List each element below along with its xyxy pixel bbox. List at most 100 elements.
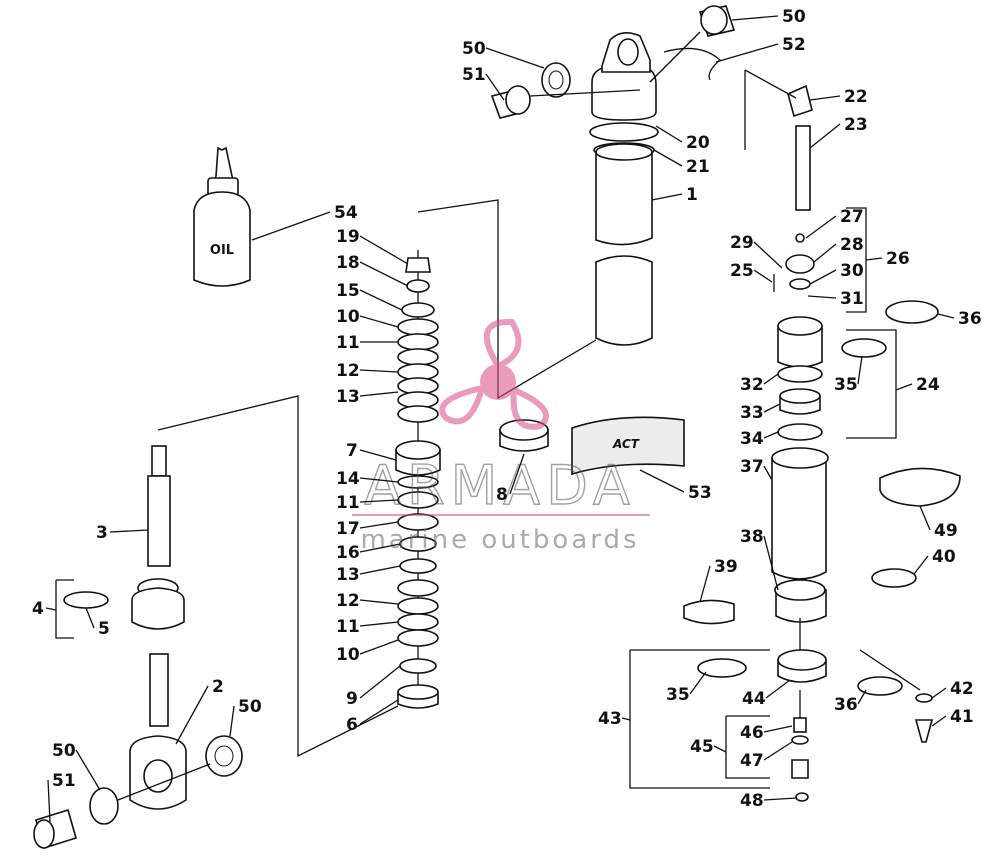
part-46 xyxy=(793,717,807,733)
leader-c24 xyxy=(895,383,913,391)
leader-c53 xyxy=(639,469,685,493)
leader-c40 xyxy=(913,555,929,575)
callout-c16: 16 xyxy=(336,543,360,563)
leader-c36a xyxy=(937,313,955,319)
cap-48 xyxy=(795,792,809,802)
ring-35b xyxy=(697,658,747,678)
leader-c12b xyxy=(359,599,399,605)
leader-c14 xyxy=(359,477,399,483)
leader-c31 xyxy=(807,295,837,299)
valve-body xyxy=(791,759,809,779)
leader-c41 xyxy=(931,715,947,727)
callout-c5: 5 xyxy=(98,619,110,639)
shaft-assembly xyxy=(33,395,399,850)
leader-c51b xyxy=(47,779,51,823)
callout-c24: 24 xyxy=(916,375,940,395)
ring-39 xyxy=(683,599,735,625)
washer-47 xyxy=(791,735,809,745)
callout-c53: 53 xyxy=(688,483,712,503)
callout-c30: 30 xyxy=(840,261,864,281)
valve-23 xyxy=(795,125,811,211)
leader-c29 xyxy=(753,241,783,269)
cap-22 xyxy=(787,84,813,118)
leader-c13b xyxy=(359,565,401,575)
leader-c33 xyxy=(763,403,781,413)
shaft-thread xyxy=(151,445,167,477)
leader-c13a xyxy=(359,391,399,397)
leader-c11c xyxy=(359,621,399,627)
callout-c38: 38 xyxy=(740,527,764,547)
callout-c41: 41 xyxy=(950,707,974,727)
reservoir-37 xyxy=(771,457,827,580)
callout-c34: 34 xyxy=(740,429,764,449)
leader-c30 xyxy=(809,269,837,285)
leader-c17 xyxy=(359,521,399,529)
ring-35a xyxy=(841,338,887,358)
leader-c22 xyxy=(809,95,841,101)
callout-c47: 47 xyxy=(740,751,764,771)
leader-c8 xyxy=(509,453,525,495)
callout-c39: 39 xyxy=(714,557,738,577)
callout-c36a: 36 xyxy=(958,309,982,329)
callout-c36b: 36 xyxy=(834,695,858,715)
callout-c15: 15 xyxy=(336,281,360,301)
leader-c43 xyxy=(621,717,631,721)
callout-c12a: 12 xyxy=(336,361,360,381)
callout-c21: 21 xyxy=(686,157,710,177)
leader-c39 xyxy=(699,565,711,603)
shim-15 xyxy=(401,302,435,318)
leader-c11b xyxy=(359,499,399,503)
callout-c28: 28 xyxy=(840,235,864,255)
watermark: ARMADA marine outboards xyxy=(352,318,650,555)
leader-c35a xyxy=(857,355,863,385)
leader-c37 xyxy=(763,465,773,481)
callout-c31: 31 xyxy=(840,289,864,309)
label-sticker-53: ACT xyxy=(571,416,685,476)
leader-c3 xyxy=(109,529,149,533)
clamp-49 xyxy=(879,467,961,507)
body-eye-hole xyxy=(617,38,639,66)
callout-c48: 48 xyxy=(740,791,764,811)
callout-c37: 37 xyxy=(740,457,764,477)
callout-c8: 8 xyxy=(496,485,508,505)
nut-19 xyxy=(405,257,431,273)
callout-c50a: 50 xyxy=(782,7,806,27)
washer-18 xyxy=(406,279,430,293)
leader-c44 xyxy=(765,679,791,699)
leader-c47 xyxy=(763,741,793,761)
callout-c50d: 50 xyxy=(52,741,76,761)
callout-c26: 26 xyxy=(886,249,910,269)
watermark-brand: ARMADA xyxy=(364,454,636,517)
label-sticker-text: ACT xyxy=(612,437,640,451)
body-tube-upper xyxy=(595,152,653,246)
leader-c10a xyxy=(359,315,399,328)
callout-c51b: 51 xyxy=(52,771,76,791)
ring-36a xyxy=(885,300,939,324)
callout-c51a: 51 xyxy=(462,65,486,85)
leader-c4 xyxy=(45,607,57,611)
callout-c33: 33 xyxy=(740,403,764,423)
leader-c5 xyxy=(85,607,95,629)
leader-c16 xyxy=(359,543,401,553)
leader-c28 xyxy=(813,243,837,263)
callout-c10a: 10 xyxy=(336,307,360,327)
leader-c25 xyxy=(753,269,773,283)
leader-c6 xyxy=(359,699,399,725)
screw-41 xyxy=(914,719,934,743)
clip-52 xyxy=(663,47,721,81)
leader-c50b xyxy=(485,47,545,69)
leader-c15 xyxy=(359,289,403,311)
leader-c2 xyxy=(175,685,209,745)
propeller-logo xyxy=(439,318,549,430)
callout-c25: 25 xyxy=(730,261,754,281)
callout-c50c: 50 xyxy=(238,697,262,717)
callout-c11c: 11 xyxy=(336,617,360,637)
callout-c10b: 10 xyxy=(336,645,360,665)
bushing-50c xyxy=(205,735,243,777)
leader-c34 xyxy=(763,431,779,439)
callout-c2: 2 xyxy=(212,677,224,697)
callout-c29: 29 xyxy=(730,233,754,253)
